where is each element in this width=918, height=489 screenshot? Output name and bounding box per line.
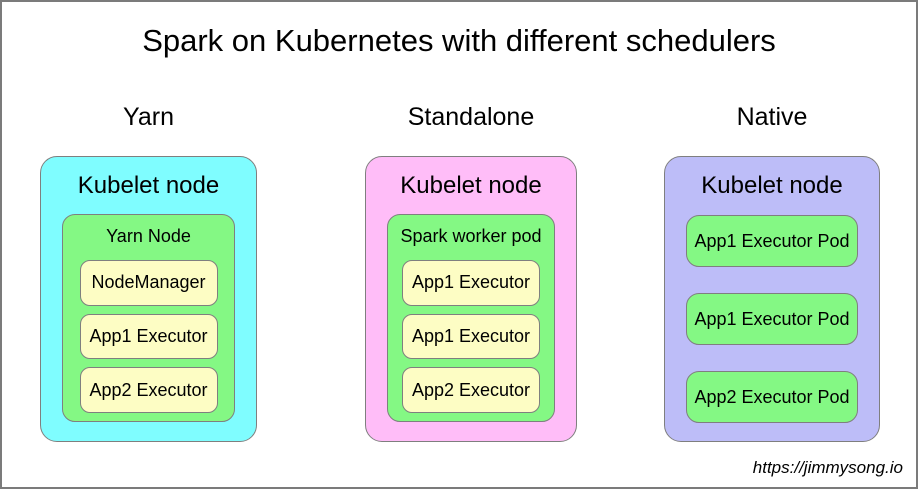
kubelet-node-label-standalone: Kubelet node [400,172,542,199]
diagram-title: Spark on Kubernetes with different sched… [142,23,776,58]
kubelet-node-label-yarn: Kubelet node [77,172,220,199]
kubelet-node-box-yarn: Kubelet node Yarn Node NodeManager App1 … [40,156,257,442]
pod-app1-executor-yarn: App1 Executor [79,313,218,360]
column-heading-yarn: Yarn [123,103,174,131]
pod-app2-executor-pod: App2 Executor Pod [686,371,858,423]
pod-nodemanager: NodeManager [79,260,218,306]
pod-app1-executor-pod-1: App1 Executor Pod [686,215,858,267]
kubelet-node-label-native: Kubelet node [701,172,843,199]
pod-app1-executor-standalone-1: App1 Executor [402,260,540,306]
spark-worker-pod-container: Spark worker pod App1 Executor App1 Exec… [387,214,555,422]
column-heading-native: Native [736,103,808,131]
pod-app2-executor-standalone: App2 Executor [402,367,540,414]
kubelet-node-box-native: Kubelet node App1 Executor Pod App1 Exec… [664,156,880,442]
column-heading-standalone: Standalone [407,103,535,131]
yarn-node-label: Yarn Node [106,226,191,246]
pod-app1-executor-standalone-2: App1 Executor [402,313,540,360]
pod-app1-executor-pod-2: App1 Executor Pod [686,293,858,345]
native-pods-container: App1 Executor Pod App1 Executor Pod App2… [686,215,858,423]
footer-url: https://jimmysong.io [752,458,903,477]
spark-worker-pod-label: Spark worker pod [400,226,542,246]
pod-app2-executor-yarn: App2 Executor [79,367,218,414]
yarn-node-container: Yarn Node NodeManager App1 Executor App2… [62,214,235,422]
kubelet-node-box-standalone: Kubelet node Spark worker pod App1 Execu… [365,156,577,442]
